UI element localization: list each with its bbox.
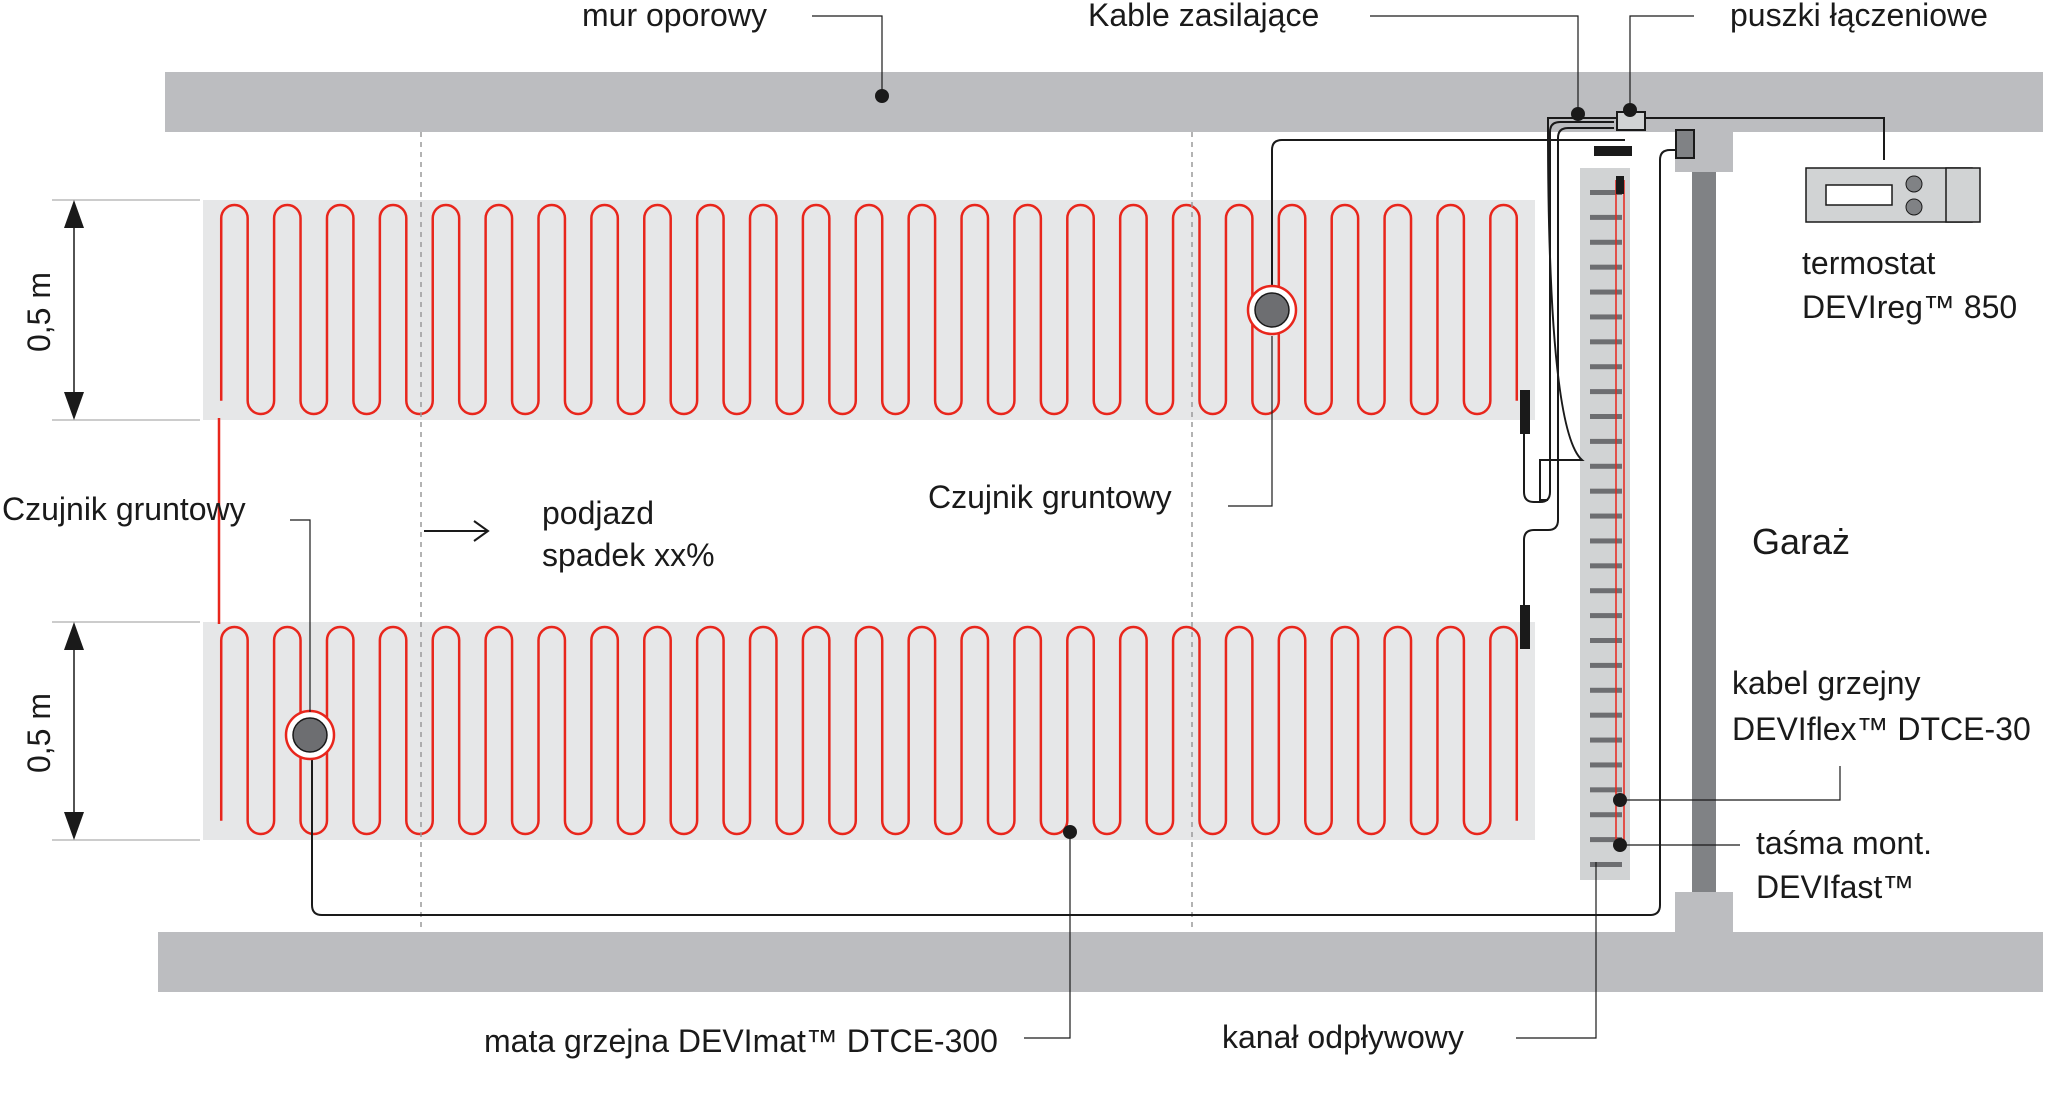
heating-mat-top-cable xyxy=(219,203,1519,416)
drain-slot xyxy=(1590,314,1622,320)
dimension-bottom xyxy=(52,621,200,841)
slope-arrow-icon xyxy=(424,520,490,542)
drain-slot xyxy=(1590,513,1622,519)
leader-heating-mat xyxy=(1024,832,1071,1039)
power-cable-top-mat xyxy=(1523,121,1614,503)
drain-slot xyxy=(1590,712,1622,718)
thermostat-knob-top xyxy=(1905,175,1923,193)
drain-cable-connector xyxy=(1594,146,1632,156)
label-heating-mat: mata grzejna DEVImat™ DTCE-300 xyxy=(484,1023,998,1059)
leader-power-cables xyxy=(1370,15,1579,114)
drain-slot xyxy=(1590,563,1622,569)
leader-ground-sensor-bottom xyxy=(290,519,311,712)
drain-channel-slots xyxy=(1590,190,1622,867)
dimension-top xyxy=(52,199,200,421)
label-ground-sensor-top: Czujnik gruntowy xyxy=(928,479,1172,515)
mat-top-cold-lead-connector xyxy=(1520,390,1530,434)
drain-slot xyxy=(1590,364,1622,370)
drain-slot xyxy=(1590,190,1622,195)
label-mounting-tape-line2: DEVIfast™ xyxy=(1756,869,1914,905)
drain-slot xyxy=(1590,687,1622,693)
label-retaining-wall: mur oporowy xyxy=(582,0,767,33)
drain-slot xyxy=(1590,787,1622,793)
bottom-wall xyxy=(158,932,2043,992)
drain-slot xyxy=(1590,438,1622,444)
leader-endpoints xyxy=(875,89,1637,852)
drain-slot xyxy=(1590,638,1622,643)
label-driveway-line1: podjazd xyxy=(542,495,654,531)
drain-slot xyxy=(1590,414,1622,419)
dimension-top-label: 0,5 m xyxy=(21,272,57,352)
heating-mat-bottom-loops xyxy=(219,625,1519,836)
leader-drain-channel xyxy=(1516,862,1597,1039)
heating-mat-top-loops xyxy=(219,203,1519,416)
label-power-cables: Kable zasilające xyxy=(1088,0,1319,33)
drain-slot xyxy=(1590,588,1622,594)
drain-slot xyxy=(1590,662,1622,668)
drain-slot xyxy=(1590,264,1622,270)
label-driveway-line2: spadek xx% xyxy=(542,537,715,573)
drain-slot xyxy=(1590,214,1622,220)
label-thermostat-line2: DEVIreg™ 850 xyxy=(1802,289,2017,325)
sensor-cable-bottom xyxy=(311,149,1686,916)
garage-post-bottom-cap xyxy=(1675,892,1733,936)
thermostat-display xyxy=(1825,184,1893,206)
leader-heating-cable xyxy=(1620,766,1841,801)
leader-junction-boxes xyxy=(1629,15,1694,110)
retaining-wall xyxy=(165,72,2043,132)
ground-sensor-top xyxy=(1254,292,1290,328)
drain-cable-end xyxy=(1616,176,1624,194)
heating-mat-bottom xyxy=(203,622,1535,840)
junction-box-2 xyxy=(1675,129,1695,159)
drain-slot xyxy=(1590,837,1622,843)
drain-channel xyxy=(1580,168,1630,880)
label-mounting-tape-line1: taśma mont. xyxy=(1756,825,1932,861)
label-heating-cable-line2: DEVIflex™ DTCE-30 xyxy=(1732,711,2031,747)
heating-mat-bottom-cable xyxy=(219,625,1519,836)
label-ground-sensor-bottom: Czujnik gruntowy xyxy=(2,491,246,527)
drain-slot xyxy=(1590,613,1622,619)
mat-bottom-cold-lead-connector xyxy=(1520,605,1530,649)
dimension-bottom-label: 0,5 m xyxy=(21,693,57,773)
label-heating-cable-line1: kabel grzejny xyxy=(1732,665,1921,701)
drain-slot xyxy=(1590,239,1622,245)
thermostat-side-unit xyxy=(1945,167,1981,223)
drain-slot xyxy=(1590,463,1622,469)
ground-sensor-bottom xyxy=(292,717,328,753)
drain-slot xyxy=(1590,488,1622,494)
label-thermostat-line1: termostat xyxy=(1802,245,1935,281)
drain-slot xyxy=(1590,389,1622,395)
leader-lines xyxy=(290,15,1841,1039)
thermostat-knob-bottom xyxy=(1905,198,1923,216)
label-garage: Garaż xyxy=(1752,521,1850,562)
label-junction-boxes: puszki łączeniowe xyxy=(1730,0,1988,33)
drain-slot xyxy=(1590,812,1622,818)
drain-slot xyxy=(1590,862,1622,867)
garage-door-post xyxy=(1692,172,1716,892)
drain-slot xyxy=(1590,339,1622,345)
drain-slot xyxy=(1590,289,1622,295)
heating-mat-top xyxy=(203,200,1535,420)
leader-retaining-wall xyxy=(812,15,883,96)
drain-slot xyxy=(1590,737,1622,743)
sensor-cable-top xyxy=(1271,139,1625,310)
power-cable-bottom-mat xyxy=(1523,127,1614,640)
label-drain-channel: kanał odpływowy xyxy=(1222,1019,1464,1055)
leader-ground-sensor-top xyxy=(1228,336,1273,507)
drain-slot xyxy=(1590,538,1622,544)
drain-slot xyxy=(1590,762,1622,768)
